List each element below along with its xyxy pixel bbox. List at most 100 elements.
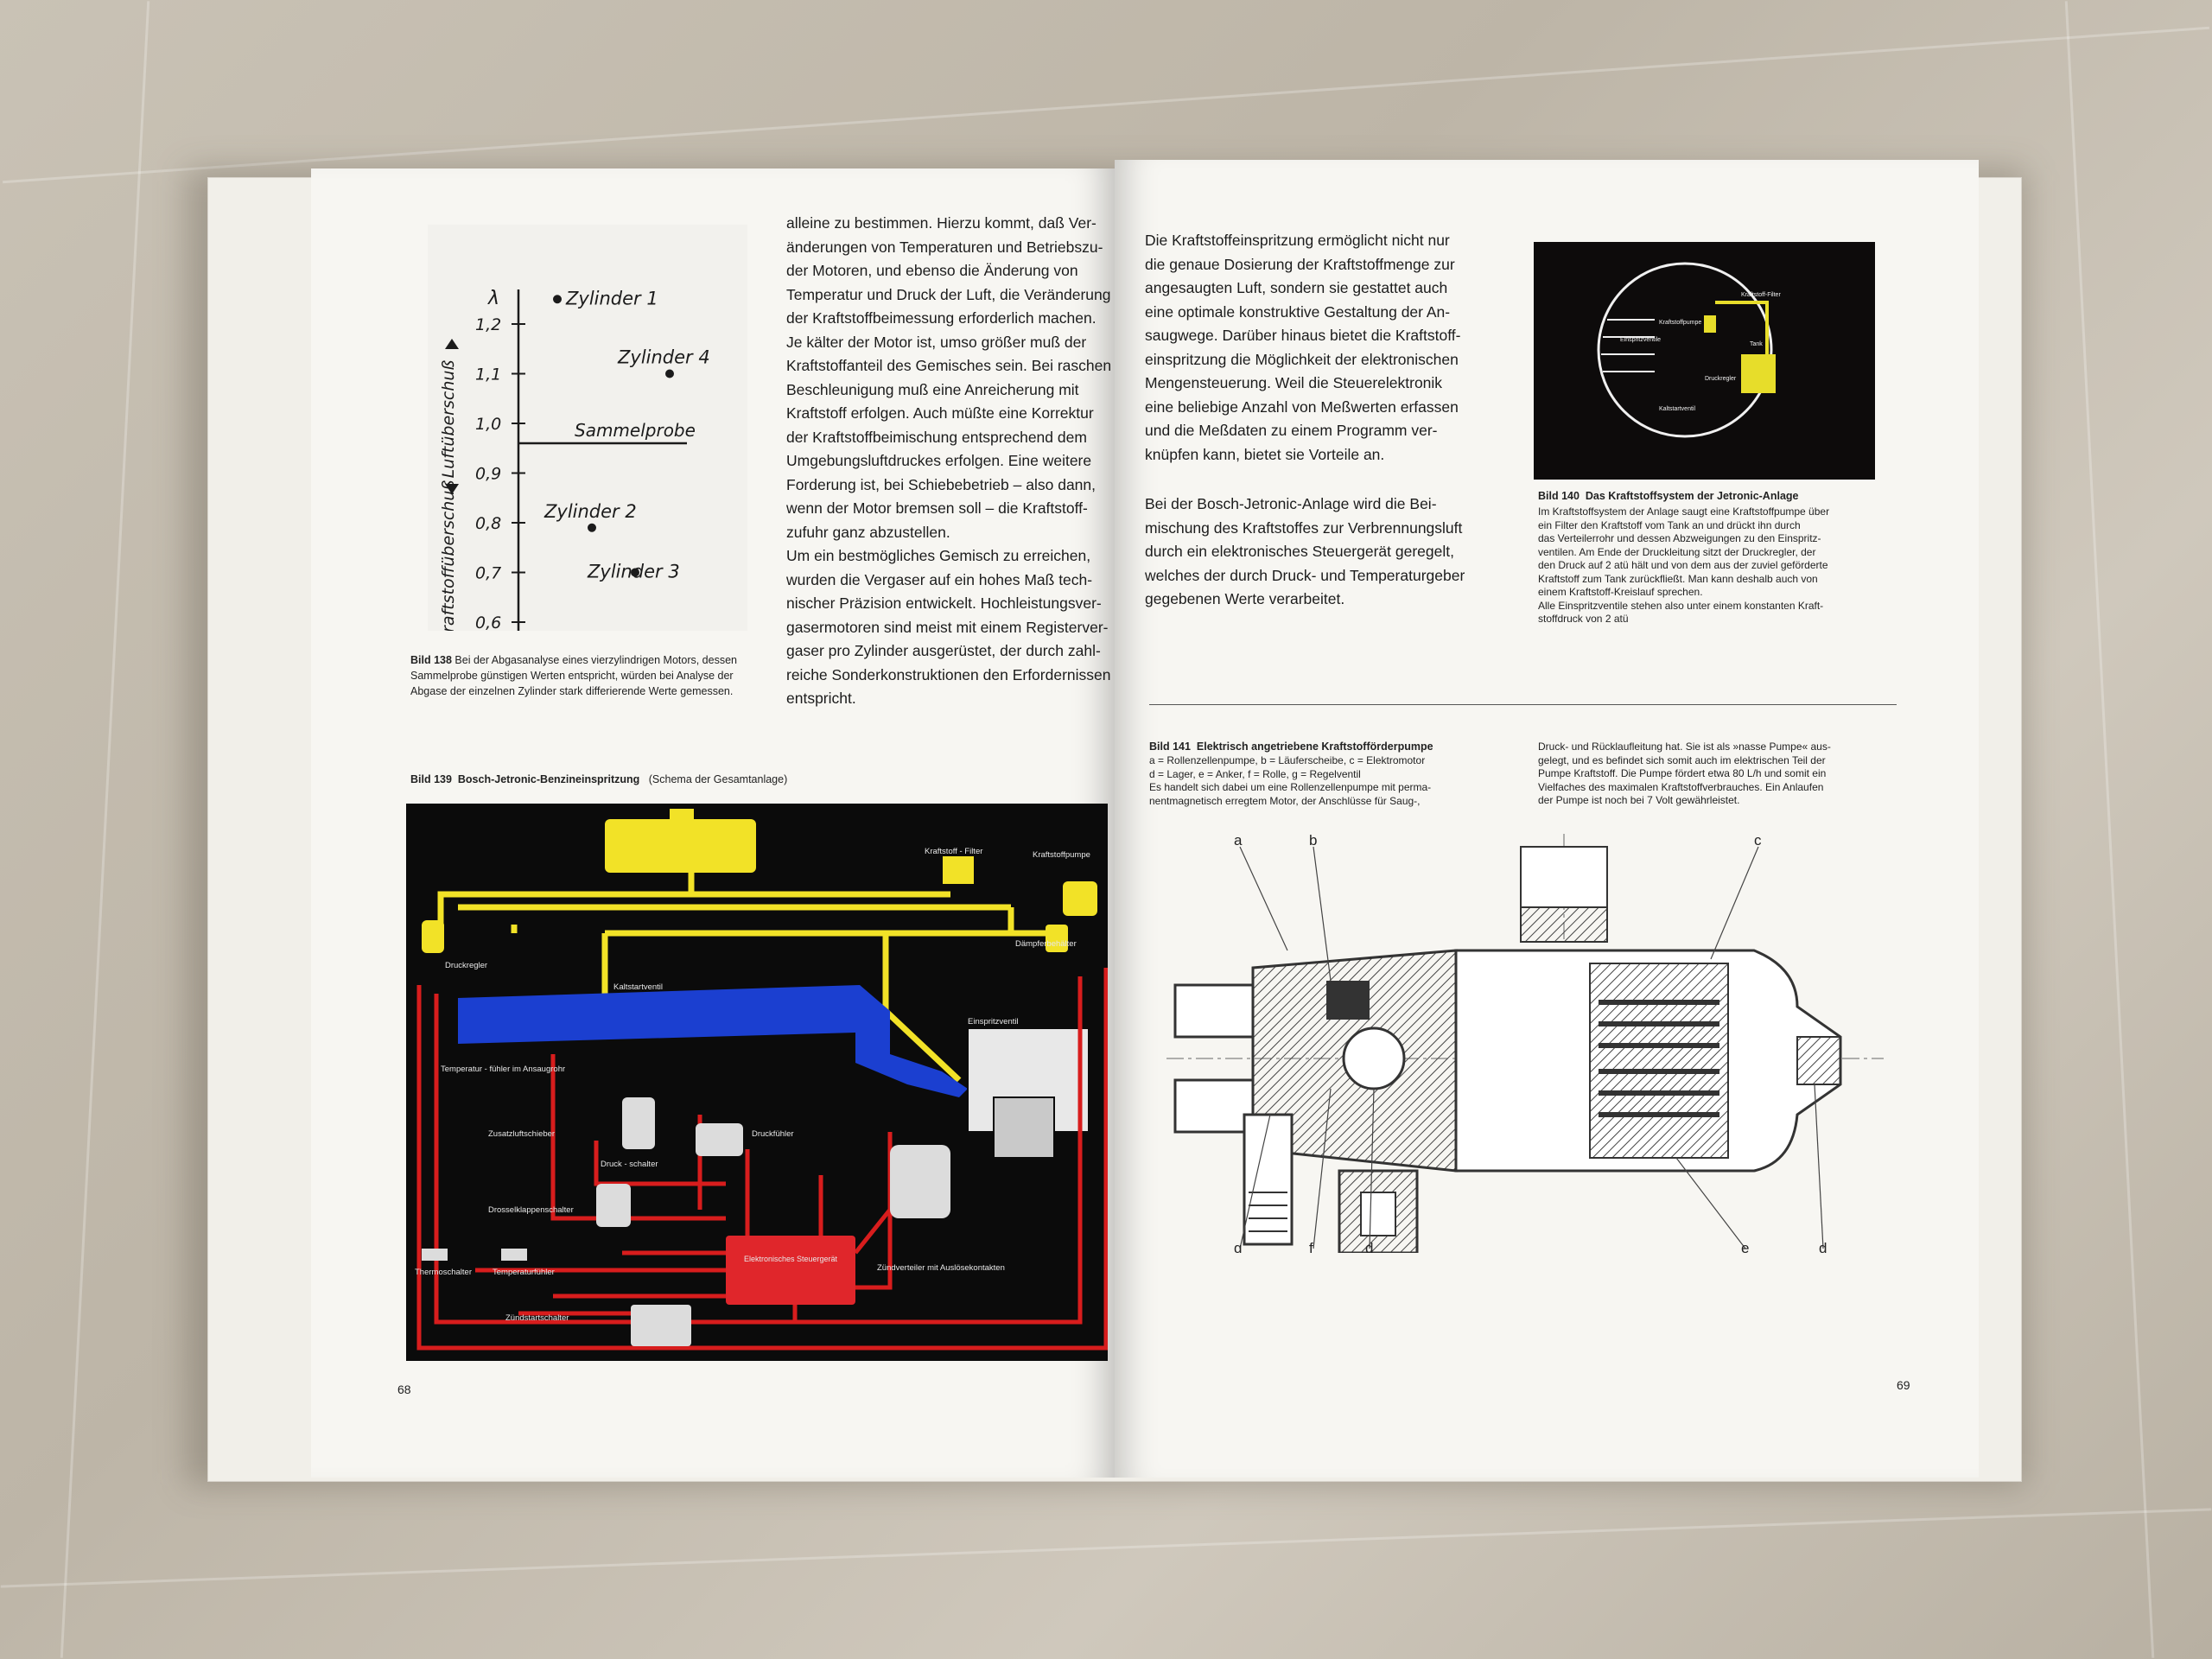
label-filter: Kraftstoff - Filter xyxy=(925,847,982,856)
label-filter: Kraftstoff-Filter xyxy=(1741,292,1781,298)
top-connector xyxy=(1520,846,1608,908)
label-ignition: Zündstartschalter xyxy=(505,1313,569,1323)
data-point-label: Zylinder 1 xyxy=(565,288,658,308)
figure-140-image: Kraftstoff-Filter Kraftstoffpumpe Tank E… xyxy=(1534,242,1875,480)
label-aux-air: Zusatzluftschieber xyxy=(488,1129,555,1139)
pressure-sensor xyxy=(696,1123,743,1156)
fuel-lines xyxy=(437,873,1063,1083)
end-bearing xyxy=(1796,1036,1841,1085)
letter-c: c xyxy=(1754,832,1762,849)
label-throttle-switch: Drosselklappenschalter xyxy=(488,1205,574,1215)
fuel-tank xyxy=(605,819,756,873)
label-temp-sensor-2: Temperaturfühler xyxy=(493,1268,555,1277)
thermo-switch xyxy=(422,1249,448,1261)
figure-141-pump-cross-section: a b c g f d e d xyxy=(1158,830,1892,1256)
piston xyxy=(993,1096,1055,1159)
floor-tile-seam xyxy=(0,1508,2212,1588)
intake-manifold xyxy=(458,985,968,1097)
jetronic-schematic: Elektronisches Steuergerät Kraftstoff - … xyxy=(415,809,1109,1351)
figure-139-caption: Bild 139 Bosch-Jetronic-Benzineinspritzu… xyxy=(410,772,1015,787)
tank xyxy=(1741,354,1776,393)
pressure-regulator xyxy=(422,920,444,953)
distributor xyxy=(890,1145,950,1218)
lambda-scatter-chart: λ 1,21,11,00,90,80,70,6 Zylinder 1Zylind… xyxy=(439,288,710,631)
y-tick-label: 0,9 xyxy=(475,465,501,484)
label-cold-start: Kaltstartventil xyxy=(613,982,663,992)
y-tick-label: 1,0 xyxy=(475,415,501,434)
regulating-valve xyxy=(1243,1113,1294,1246)
label-injectors: Einspritzventile xyxy=(1620,337,1661,343)
letter-b: b xyxy=(1309,832,1317,849)
letter-g: g xyxy=(1234,1240,1242,1253)
leader-lines xyxy=(1239,846,1824,1249)
label-tank: Tank xyxy=(1750,341,1763,347)
label-distributor: Zündverteiler mit Auslösekontakten xyxy=(877,1263,1005,1273)
caption-label: Bild 140 xyxy=(1538,490,1580,502)
fuel-circuit-ring xyxy=(1597,262,1773,438)
caption-label: Bild 138 xyxy=(410,654,452,666)
page-number-right: 69 xyxy=(1897,1378,1910,1392)
left-body-text: alleine zu bestimmen. Hierzu kommt, daß … xyxy=(786,214,1112,707)
right-body-text-2: Bei der Bosch-Jetronic-Anlage wird die B… xyxy=(1145,495,1465,607)
label-temp-sensor: Temperatur - fühler im Ansaugrohr xyxy=(441,1065,565,1074)
data-point-label: Zylinder 4 xyxy=(617,347,710,368)
data-point xyxy=(553,295,562,304)
label-pump: Kraftstoffpumpe xyxy=(1033,850,1090,860)
figure-139-schematic: Elektronisches Steuergerät Kraftstoff - … xyxy=(406,804,1109,1361)
y-label-bottom: Kraftstoffüberschuß xyxy=(439,480,458,631)
up-arrow-icon xyxy=(445,339,459,349)
letter-d: d xyxy=(1365,1240,1373,1253)
caption-title: Elektrisch angetriebene Kraftstofförderp… xyxy=(1196,741,1433,753)
label-damper: Dämpferbehälter xyxy=(1015,939,1077,949)
y-label-top: Luftüberschuß xyxy=(439,360,458,479)
injector-lines xyxy=(1601,319,1655,372)
y-tick-label: 0,6 xyxy=(475,613,501,631)
label-pump: Kraftstoffpumpe xyxy=(1659,320,1701,326)
connector-base xyxy=(1520,906,1608,943)
pressure-switch xyxy=(622,1097,655,1149)
throttle-switch xyxy=(596,1184,631,1227)
suction-port xyxy=(1173,983,1255,1039)
floor-tile-seam xyxy=(2064,1,2155,1658)
caption-label: Bild 139 xyxy=(410,773,452,785)
label-regulator: Druckregler xyxy=(445,961,487,970)
fuel-system-diagram: Kraftstoff-Filter Kraftstoffpumpe Tank E… xyxy=(1597,262,1781,438)
data-point-label: Zylinder 2 xyxy=(543,501,637,522)
electronic-control-unit xyxy=(726,1236,855,1305)
floor-tile-seam xyxy=(60,1,150,1658)
y-ticks: 1,21,11,00,90,80,70,6 xyxy=(475,315,525,631)
damper xyxy=(1046,925,1068,952)
label-pressure-sensor: Druckfühler xyxy=(752,1129,794,1139)
figure-141-caption-text-right: Druck- und Rücklaufleitung hat. Sie ist … xyxy=(1538,741,1831,806)
data-point-label: Zylinder 3 xyxy=(587,562,680,582)
label-pressure-switch: Druck - schalter xyxy=(601,1160,658,1169)
label-ecu: Elektronisches Steuergerät xyxy=(744,1255,838,1263)
supply-line xyxy=(1715,301,1769,354)
label-regulator: Druckregler xyxy=(1705,376,1737,382)
y-tick-label: 1,1 xyxy=(475,365,501,385)
wiring-harness xyxy=(416,968,1109,1351)
figure-138-caption: Bild 138 Bei der Abgasanalyse eines vier… xyxy=(410,652,756,699)
letter-f: f xyxy=(1309,1240,1313,1253)
figure-141-caption-title: Bild 141 Elektrisch angetriebene Kraftst… xyxy=(1149,739,1521,754)
armature xyxy=(1589,963,1729,1159)
fuel-pump xyxy=(1063,881,1097,916)
rotor-disc xyxy=(1342,1027,1406,1090)
caption-title: Bosch-Jetronic-Benzineinspritzung xyxy=(457,773,640,785)
armature-slots xyxy=(1599,1000,1719,1117)
data-point xyxy=(588,523,596,532)
letter-a: a xyxy=(1234,832,1243,849)
right-body-text-1: Die Kraftstoffeinspritzung ermöglicht ni… xyxy=(1145,232,1461,463)
sammelprobe-label: Sammelprobe xyxy=(575,420,696,441)
battery xyxy=(631,1305,691,1346)
tank-cap xyxy=(670,809,694,821)
figure-141-caption-text: a = Rollenzellenpumpe, b = Läuferscheibe… xyxy=(1149,754,1432,807)
down-arrow-icon xyxy=(445,484,459,494)
data-points: Zylinder 1 Zylinder 4 Zylinder 2 Zylinder 3 xyxy=(543,288,710,582)
pump xyxy=(1704,315,1716,333)
caption-text: Bei der Abgasanalyse eines vierzylindrig… xyxy=(410,654,737,697)
fuel-filter xyxy=(941,855,976,886)
letter-e: e xyxy=(1741,1240,1749,1253)
